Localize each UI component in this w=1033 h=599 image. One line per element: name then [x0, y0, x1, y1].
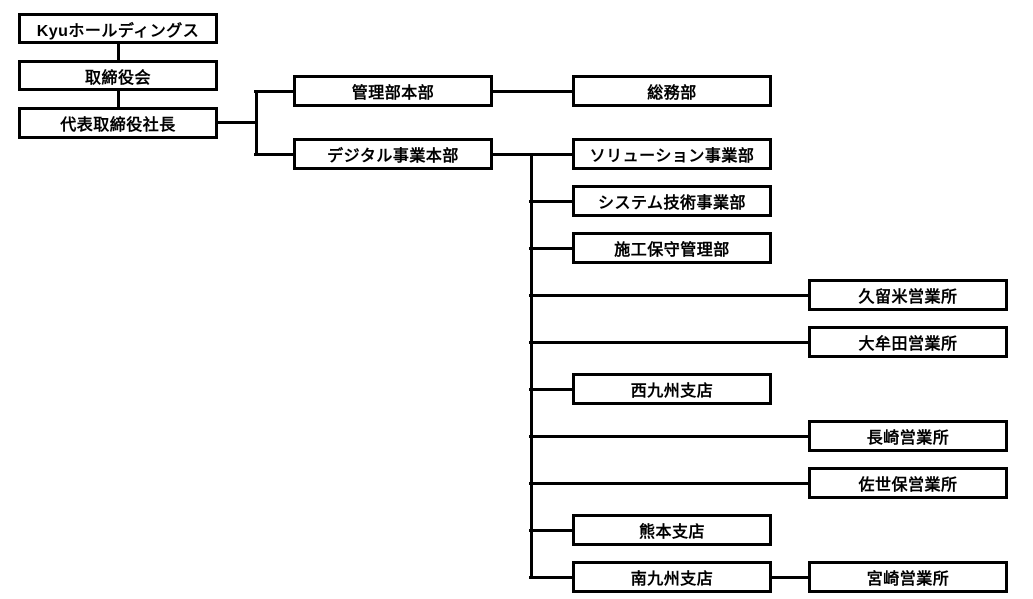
connector-line [529, 529, 572, 532]
org-node-kurume-office: 久留米営業所 [808, 279, 1008, 311]
org-node-nishi-kyushu-branch: 西九州支店 [572, 373, 772, 405]
connector-line [529, 341, 808, 344]
org-node-system-tech-division: システム技術事業部 [572, 185, 772, 217]
org-node-board-of-directors: 取締役会 [18, 60, 218, 91]
org-node-solution-division: ソリューション事業部 [572, 138, 772, 170]
org-node-omuta-office: 大牟田営業所 [808, 326, 1008, 358]
org-node-general-affairs: 総務部 [572, 75, 772, 107]
connector-line [254, 153, 293, 156]
org-node-kumamoto-branch: 熊本支店 [572, 514, 772, 546]
org-node-sasebo-office: 佐世保営業所 [808, 467, 1008, 499]
org-node-admin-hq: 管理部本部 [293, 75, 493, 107]
org-node-construction-maintenance: 施工保守管理部 [572, 232, 772, 264]
connector-line [529, 388, 572, 391]
org-node-miyazaki-office: 宮崎営業所 [808, 561, 1008, 593]
org-node-president: 代表取締役社長 [18, 107, 218, 139]
connector-line [254, 90, 293, 93]
connector-line [529, 482, 808, 485]
org-node-kyu-holdings: Kyuホールディングス [18, 13, 218, 44]
org-node-minami-kyushu-branch: 南九州支店 [572, 561, 772, 593]
connector-line [529, 576, 572, 579]
connector-line [772, 576, 808, 579]
connector-line [117, 43, 120, 62]
connector-line [529, 247, 572, 250]
connector-line [529, 294, 808, 297]
connector-line [255, 90, 258, 156]
connector-line [218, 121, 257, 124]
org-node-digital-business-hq: デジタル事業本部 [293, 138, 493, 170]
connector-line [529, 200, 572, 203]
connector-line [493, 90, 572, 93]
org-node-nagasaki-office: 長崎営業所 [808, 420, 1008, 452]
connector-line [117, 90, 120, 109]
connector-line [529, 435, 808, 438]
connector-line [530, 153, 533, 579]
